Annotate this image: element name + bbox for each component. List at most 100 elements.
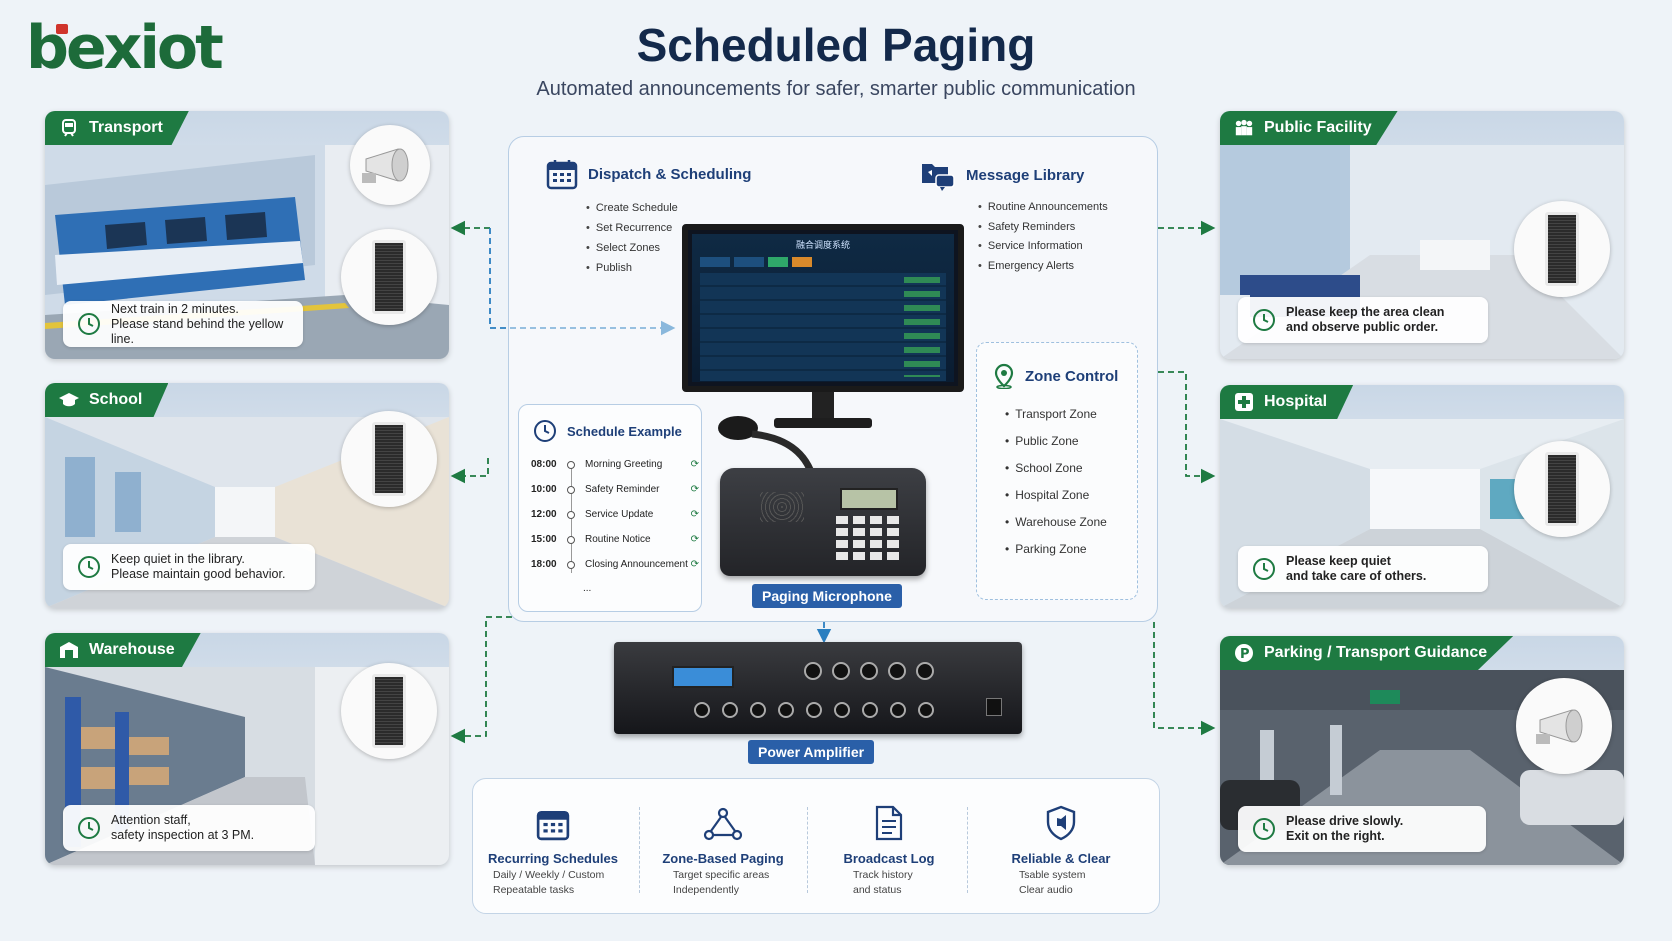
message-line-1: Next train in 2 minutes. [111, 301, 239, 316]
column-speaker [1514, 441, 1610, 537]
graduation-cap-icon [59, 390, 79, 410]
library-title: Message Library [966, 166, 1085, 184]
dispatch-title: Dispatch & Scheduling [588, 165, 752, 183]
feature-broadcast-log: Broadcast Log Track history and status [809, 779, 969, 898]
schedule-time: 15:00 [531, 534, 557, 545]
tag-label: Warehouse [89, 641, 175, 658]
library-section: Message Library Routine Announcements Sa… [920, 158, 1108, 276]
feature-desc: Track history [853, 869, 913, 881]
zone-item: Parking Zone [1005, 536, 1137, 563]
column-speaker [341, 663, 437, 759]
dispatch-item: Publish [586, 258, 751, 278]
zone-item: Public Zone [1005, 428, 1137, 455]
card-parking: P Parking / Transport Guidance Please dr… [1220, 636, 1624, 865]
column-speaker-icon [1545, 212, 1579, 286]
page-subtitle: Automated announcements for safer, smart… [536, 78, 1136, 100]
clock-icon [78, 817, 100, 839]
repeat-icon: ⟳ [690, 534, 699, 545]
tag-label: Parking / Transport Guidance [1264, 644, 1488, 661]
clock-icon [1253, 309, 1275, 331]
repeat-icon: ⟳ [690, 484, 699, 495]
logo-accent [56, 24, 68, 34]
message-line-2: Please maintain good behavior. [111, 567, 286, 581]
dispatch-item: Select Zones [586, 238, 751, 258]
message-line-2: Exit on the right. [1286, 829, 1385, 843]
clock-icon [1253, 818, 1275, 840]
calendar-icon [546, 160, 578, 190]
column-speaker-icon [372, 240, 406, 314]
monitor-screen: 融合调度系统 [692, 234, 954, 382]
column-speaker [1514, 201, 1610, 297]
tag-hospital: Hospital [1220, 385, 1354, 419]
feature-recurring: Recurring Schedules Daily / Weekly / Cus… [473, 779, 633, 898]
amp-power-switch [986, 698, 1002, 716]
power-amplifier [614, 642, 1022, 734]
message-line-1: Please keep quiet [1286, 554, 1391, 568]
amp-label: Power Amplifier [748, 740, 875, 764]
features-strip: Recurring Schedules Daily / Weekly / Cus… [472, 778, 1160, 914]
feature-desc: and status [853, 884, 902, 896]
schedule-name: Service Update [585, 509, 654, 520]
schedule-name: Safety Reminder [585, 484, 660, 495]
feature-title: Reliable & Clear [1011, 851, 1111, 866]
feature-desc: Tsable system [1019, 869, 1086, 881]
zone-item: Transport Zone [1005, 401, 1137, 428]
zone-item: Hospital Zone [1005, 482, 1137, 509]
clock-icon [78, 313, 100, 335]
library-item: Routine Announcements [978, 198, 1108, 218]
feature-desc: Daily / Weekly / Custom [493, 869, 605, 881]
message-bubble: Attention staff,safety inspection at 3 P… [63, 805, 315, 851]
message-bubble: Please drive slowly.Exit on the right. [1238, 806, 1486, 852]
message-line-1: Please drive slowly. [1286, 814, 1404, 828]
schedule-name: Routine Notice [585, 534, 651, 545]
card-school: School Keep quiet in the library.Please … [45, 383, 449, 608]
horn-speaker-icon [358, 143, 422, 187]
message-line-1: Keep quiet in the library. [111, 552, 245, 566]
schedule-title: Schedule Example [567, 423, 682, 439]
parking-icon: P [1234, 643, 1254, 663]
schedule-time: 10:00 [531, 484, 557, 495]
train-icon [59, 118, 79, 138]
network-icon [703, 807, 743, 841]
card-public-facility: Public Facility Please keep the area cle… [1220, 111, 1624, 359]
tag-label: School [89, 391, 143, 408]
schedule-time: 08:00 [531, 459, 557, 470]
mic-speaker-grille [760, 492, 804, 522]
feature-desc: Repeatable tasks [493, 884, 575, 896]
location-pin-icon [994, 363, 1014, 389]
schedule-name: Closing Announcement [585, 559, 688, 570]
feature-title: Zone-Based Paging [662, 851, 784, 866]
zone-item: Warehouse Zone [1005, 509, 1137, 536]
schedule-time: 18:00 [531, 559, 557, 570]
message-line-1: Attention staff, [111, 813, 191, 827]
column-speaker-icon [372, 674, 406, 748]
amp-knobs-top [804, 662, 934, 680]
horn-speaker [350, 125, 430, 205]
message-line-2: and take care of others. [1286, 569, 1427, 583]
amp-display [672, 666, 734, 688]
feature-desc: Independently [673, 884, 739, 896]
message-bubble: Next train in 2 minutes.Please stand beh… [63, 301, 303, 347]
tag-school: School [45, 383, 169, 417]
feature-title: Broadcast Log [843, 851, 935, 866]
tag-label: Public Facility [1264, 119, 1372, 136]
clock-icon [534, 420, 556, 442]
feature-desc: Target specific areas [673, 869, 770, 881]
tag-label: Hospital [1264, 393, 1328, 410]
repeat-icon: ⟳ [690, 559, 699, 570]
monitor-stand [812, 392, 834, 420]
message-line-2: Please stand behind the yellow line. [111, 316, 284, 346]
tag-transport: Transport [45, 111, 189, 145]
mic-label: Paging Microphone [752, 584, 902, 608]
library-item: Safety Reminders [978, 218, 1108, 238]
dispatch-monitor: 融合调度系统 [682, 224, 964, 392]
schedule-row: 15:00 Routine Notice ⟳ [531, 534, 699, 545]
dispatch-item: Set Recurrence [586, 218, 751, 238]
